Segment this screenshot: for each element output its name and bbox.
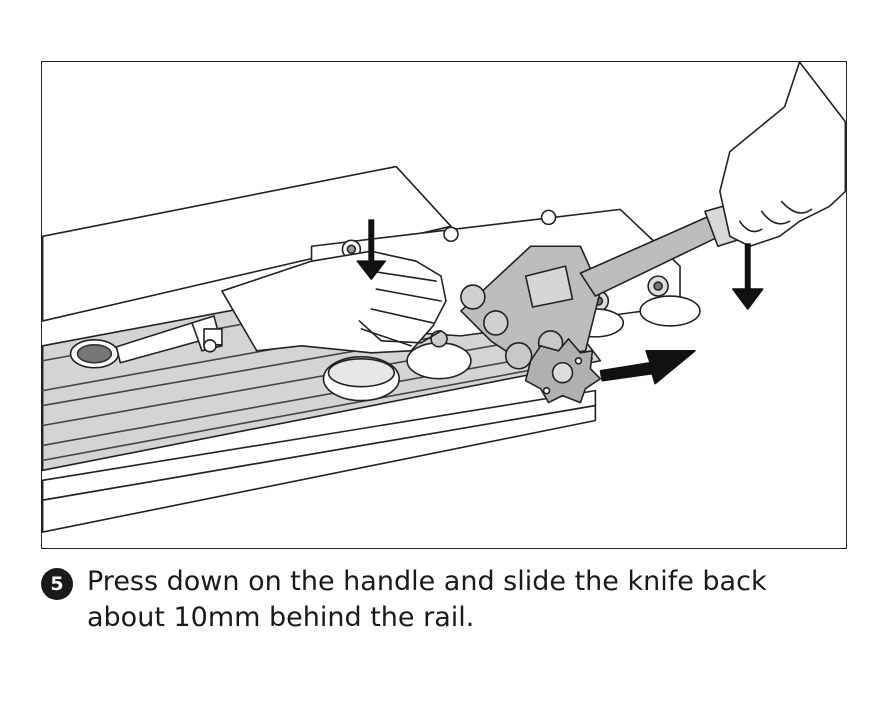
right-hand [719,62,846,248]
instruction-illustration [41,61,847,549]
step-line-1: Press down on the handle and slide the k… [87,566,767,597]
step-description: Press down on the handle and slide the k… [87,564,767,636]
left-hand [221,250,447,354]
step-line-2: about 10mm behind the rail. [87,602,475,633]
cutting-board [42,389,597,533]
arrow-slide-right [599,350,696,385]
cutter-head [460,245,602,404]
wrench [69,315,223,369]
cutter-illustration [42,62,846,533]
step-instruction: 5 Press down on the handle and slide the… [41,564,847,636]
arrow-down-left [356,219,387,280]
arrow-down-right [732,243,764,310]
step-number-badge: 5 [41,568,73,600]
board-back [42,165,452,322]
